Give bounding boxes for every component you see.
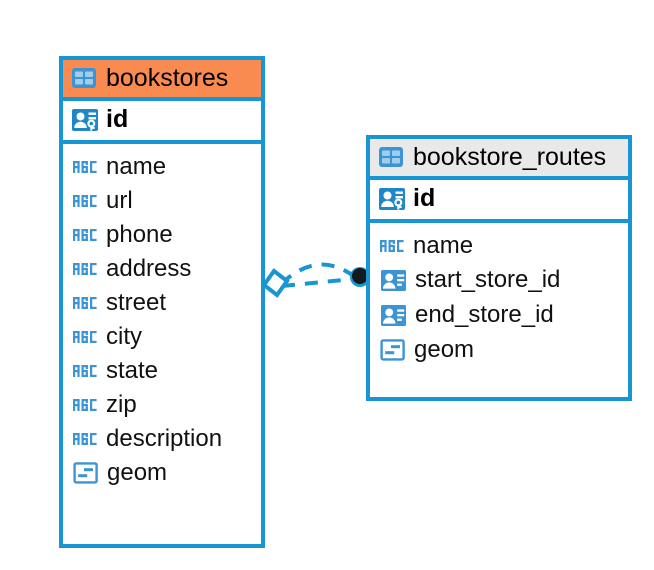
column-label: end_store_id: [415, 301, 554, 328]
primary-key-icon: [378, 186, 406, 212]
column-label: name: [106, 152, 167, 180]
entity-title-bookstore-routes: bookstore_routes: [413, 143, 607, 171]
geometry-icon: [380, 338, 406, 362]
foreign-key-icon: [380, 268, 407, 293]
abc-text-icon: [73, 295, 98, 311]
diamond-endpoint-icon: [261, 268, 290, 298]
column-label: geom: [414, 335, 475, 363]
foreign-key-icon: [380, 303, 407, 328]
column-row[interactable]: name: [378, 229, 620, 263]
abc-text-icon: [73, 363, 98, 379]
entity-bookstores[interactable]: bookstores id: [59, 56, 265, 548]
column-label: description: [106, 424, 223, 452]
entity-header-bookstores[interactable]: bookstores: [63, 60, 261, 97]
geometry-icon: [73, 461, 99, 485]
column-row[interactable]: address: [71, 252, 253, 286]
table-icon: [378, 146, 404, 168]
entity-bookstore-routes[interactable]: bookstore_routes id: [366, 135, 632, 401]
column-list-bookstore-routes: name start_store_id: [370, 223, 628, 374]
column-label: start_store_id: [415, 266, 561, 293]
column-row[interactable]: geom: [378, 333, 620, 367]
column-label: address: [106, 254, 192, 282]
entity-title-bookstores: bookstores: [106, 64, 229, 92]
column-row[interactable]: city: [71, 320, 253, 354]
column-list-bookstores: name u: [63, 144, 261, 497]
relationship-line-end-store: [281, 277, 355, 288]
column-row[interactable]: phone: [71, 218, 253, 252]
column-row[interactable]: state: [71, 354, 253, 388]
primary-key-row-bookstore-routes[interactable]: id: [370, 176, 628, 223]
relationship-line-start-store: [279, 262, 357, 286]
column-row[interactable]: description: [71, 422, 253, 456]
column-label: geom: [107, 458, 168, 486]
entity-header-bookstore-routes[interactable]: bookstore_routes: [370, 139, 628, 176]
column-label: name: [413, 231, 474, 259]
abc-text-icon: [73, 193, 98, 209]
primary-key-label: id: [106, 105, 129, 133]
column-label: phone: [106, 220, 173, 248]
column-row[interactable]: name: [71, 150, 253, 184]
column-row[interactable]: url: [71, 184, 253, 218]
primary-key-icon: [71, 107, 99, 133]
primary-key-row-bookstores[interactable]: id: [63, 97, 261, 144]
column-label: state: [106, 356, 159, 384]
abc-text-icon: [380, 238, 405, 254]
abc-text-icon: [73, 159, 98, 175]
column-label: city: [106, 322, 142, 350]
column-label: zip: [106, 390, 137, 418]
column-row[interactable]: street: [71, 286, 253, 320]
abc-text-icon: [73, 397, 98, 413]
primary-key-label: id: [413, 184, 436, 212]
column-row[interactable]: geom: [71, 456, 253, 490]
abc-text-icon: [73, 261, 98, 277]
table-icon: [71, 67, 97, 89]
column-label: url: [106, 186, 133, 214]
abc-text-icon: [73, 329, 98, 345]
column-row[interactable]: end_store_id: [378, 298, 620, 333]
column-label: street: [106, 288, 167, 316]
column-row[interactable]: zip: [71, 388, 253, 422]
abc-text-icon: [73, 431, 98, 447]
abc-text-icon: [73, 227, 98, 243]
column-row[interactable]: start_store_id: [378, 263, 620, 298]
